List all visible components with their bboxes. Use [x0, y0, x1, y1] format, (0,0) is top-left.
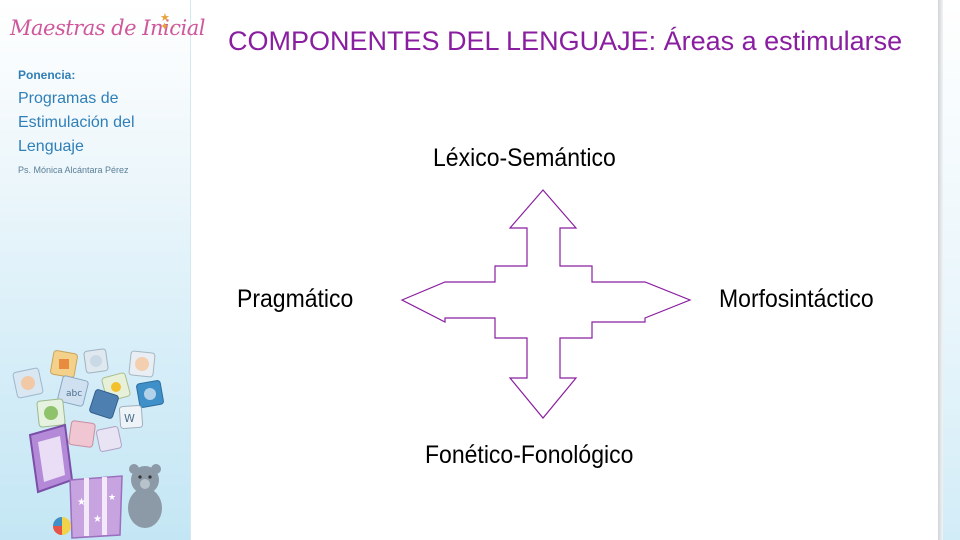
block-11	[68, 420, 96, 448]
block-6: abc	[57, 375, 89, 407]
slide-edge-shadow	[938, 0, 943, 540]
teddy-bear	[128, 464, 162, 528]
label-morfosintactico: Morfosintáctico	[719, 285, 874, 313]
block-1	[12, 367, 44, 399]
svg-text:★: ★	[108, 492, 116, 502]
block-10: W	[118, 404, 144, 430]
program-title: Programas de Estimulación del Lenguaje	[18, 90, 135, 155]
label-fonetico-fonologico: Fonético-Fonológico	[425, 441, 634, 469]
svg-text:abc: abc	[66, 389, 82, 399]
label-pragmatico: Pragmático	[237, 285, 354, 313]
svg-text:W: W	[124, 412, 135, 425]
author-name: Ps. Mónica Alcántara Pérez	[18, 165, 129, 175]
toy-blocks-illustration: abc W ★ ★ ★	[12, 348, 164, 539]
block-4	[128, 350, 156, 378]
ball	[53, 517, 71, 535]
sidebar: Maestras de Inicial ★✦ · Ponencia: Progr…	[0, 0, 205, 540]
slide-edge	[943, 0, 960, 540]
brand-logo-text: Maestras de Inicial	[10, 16, 205, 40]
block-9	[89, 389, 119, 419]
svg-text:★: ★	[93, 514, 102, 525]
block-12	[96, 426, 122, 452]
ponencia-label: Ponencia:	[18, 68, 76, 82]
svg-text:★: ★	[77, 497, 86, 508]
block-7	[136, 380, 164, 408]
slide-title: COMPONENTES DEL LENGUAJE: Áreas a estimu…	[228, 26, 903, 56]
gift-box: ★ ★ ★	[69, 475, 123, 539]
label-lexico-semantico: Léxico-Semántico	[433, 144, 616, 172]
block-3	[83, 348, 109, 374]
stars-icon: ★✦ ·	[160, 12, 176, 33]
block-8	[36, 398, 66, 428]
block-2	[50, 350, 78, 378]
four-way-arrow-shape	[400, 189, 692, 419]
